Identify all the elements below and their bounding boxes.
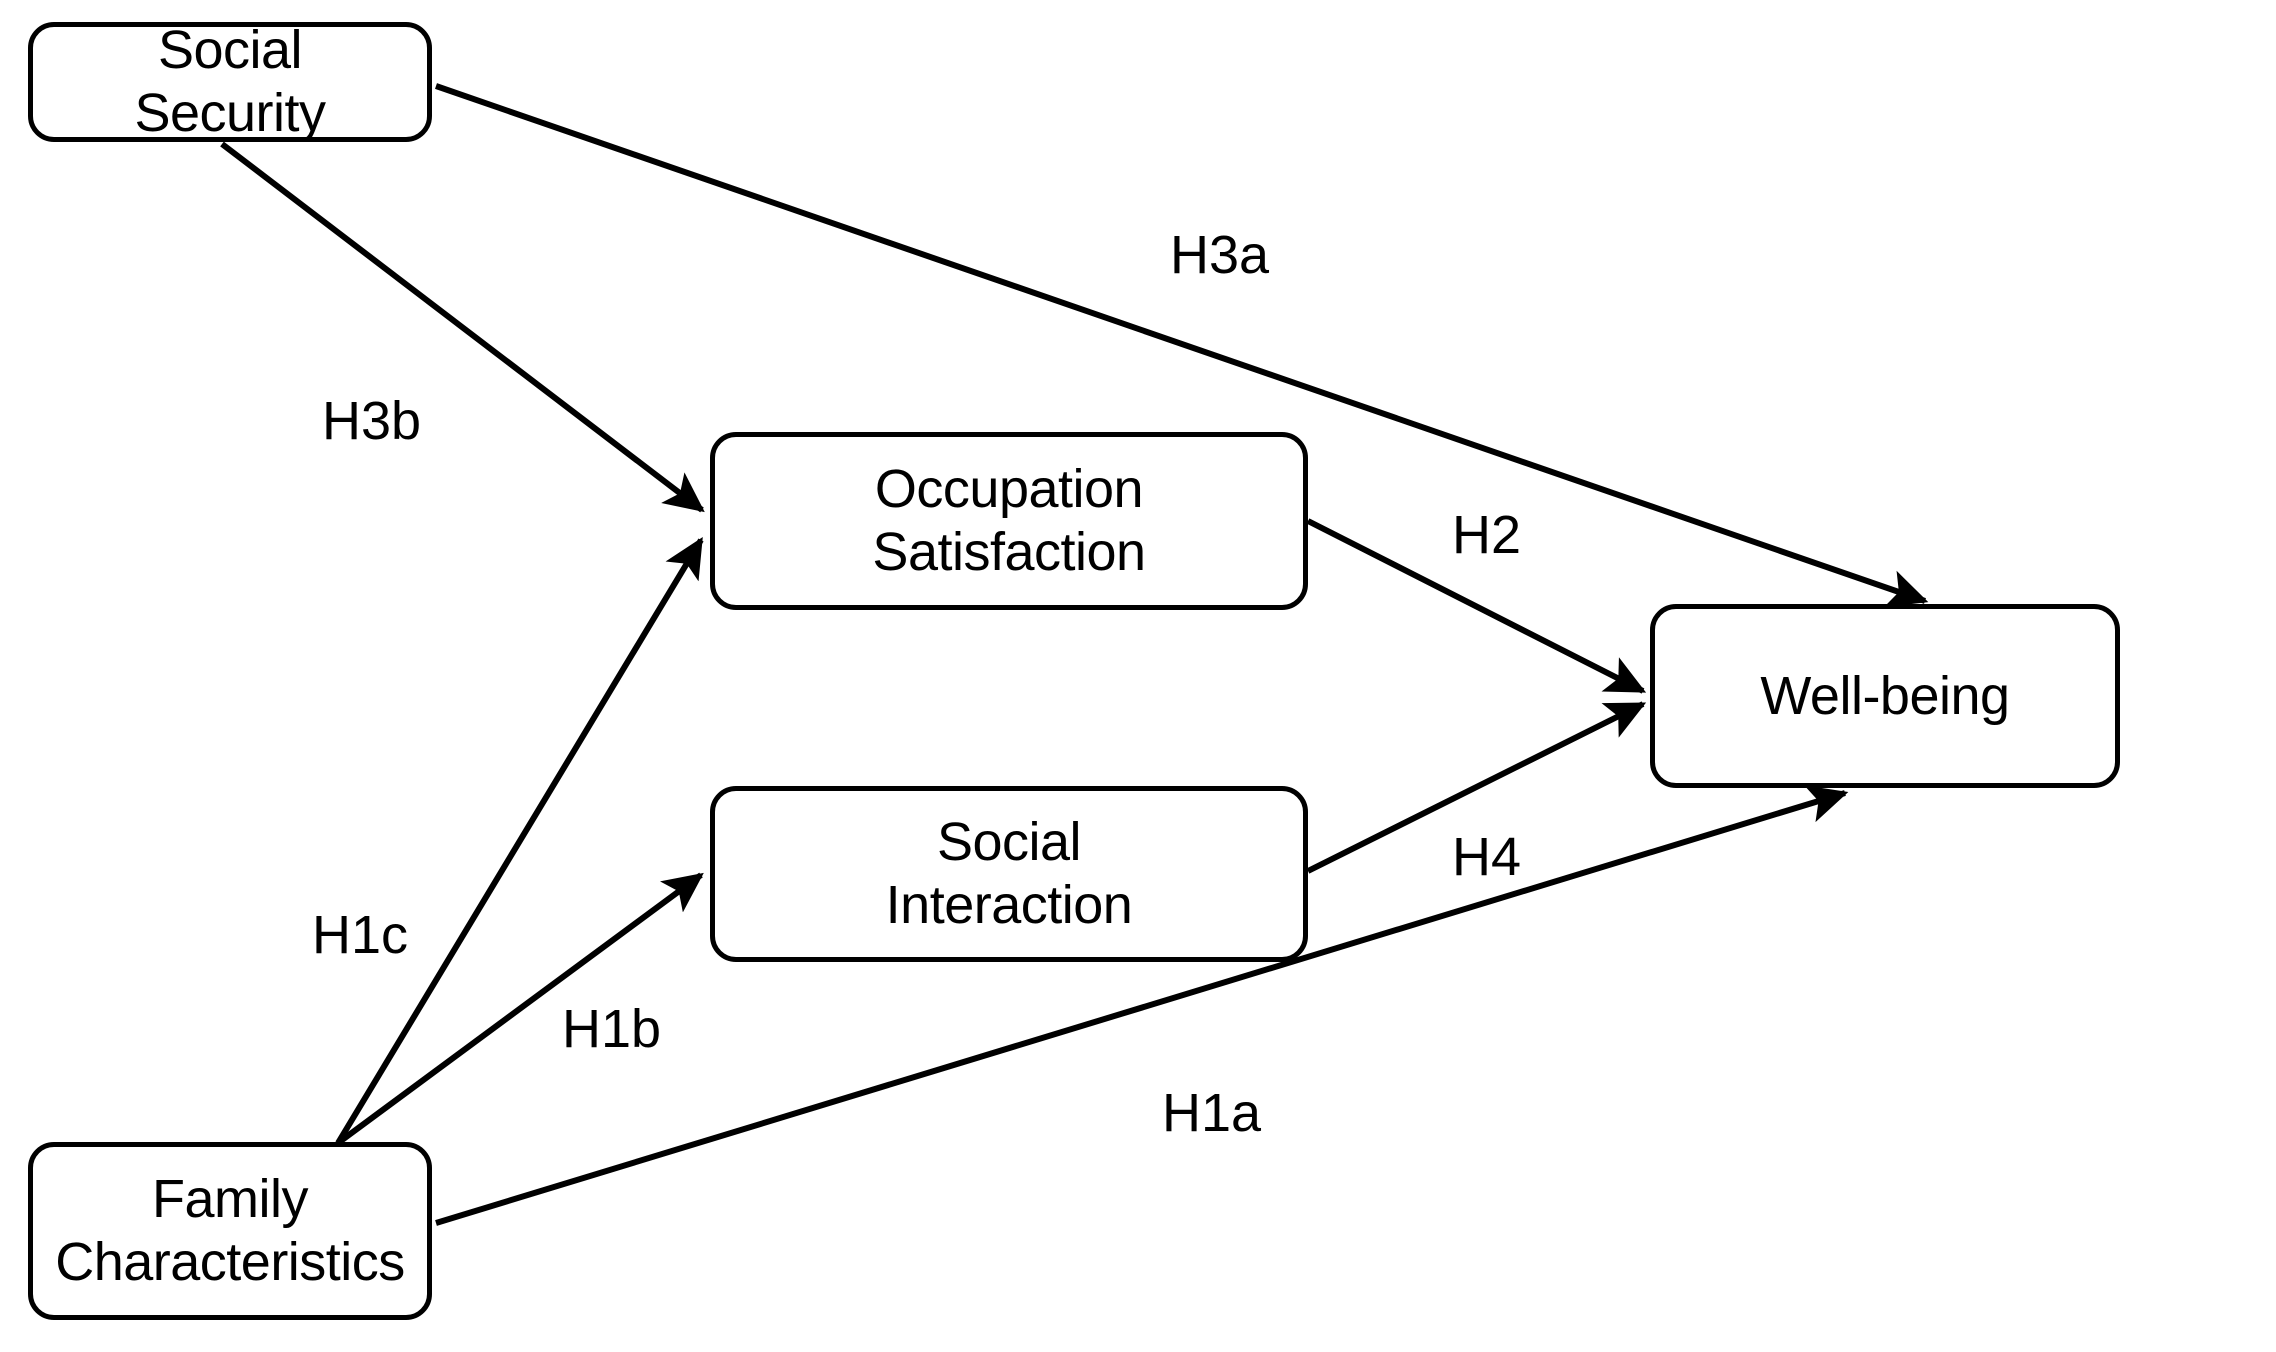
node-social-interaction[interactable]: Social Interaction [710,786,1308,962]
edge-h1a [435,785,1849,1226]
edge-h3b [220,141,705,513]
edge-label-h1c: H1c [312,905,409,965]
edge-label-h1b: H1b [562,999,662,1059]
edge-h3a [435,83,1929,608]
node-social-security-label: Social Security [134,20,326,143]
node-well-being-label: Well-being [1760,665,2010,726]
edge-h1b [336,872,704,1146]
edge-label-h3a: H3a [1170,225,1270,285]
edge-label-h2: H2 [1452,505,1522,565]
node-social-interaction-label: Social Interaction [885,812,1133,935]
edge-label-h3b: H3b [322,391,422,451]
node-family-characteristics[interactable]: Family Characteristics [28,1142,432,1320]
node-social-security[interactable]: Social Security [28,20,432,143]
edge-h4 [1306,701,1647,874]
node-occupation-satisfaction[interactable]: Occupation Satisfaction [710,432,1308,610]
node-occupation-satisfaction-label: Occupation Satisfaction [872,459,1146,582]
node-family-characteristics-label: Family Characteristics [55,1169,405,1292]
edge-label-h4: H4 [1452,827,1522,887]
edge-h1c [335,537,704,1145]
edge-h2 [1306,518,1647,694]
edge-label-h1a: H1a [1162,1083,1262,1143]
node-well-being[interactable]: Well-being [1650,604,2120,788]
